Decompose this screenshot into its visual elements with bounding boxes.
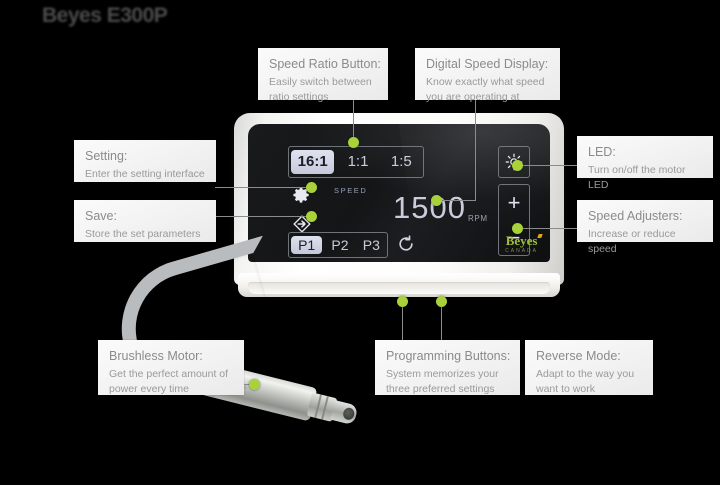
product-logo: Beyes E300P (42, 4, 168, 27)
callout-title: Digital Speed Display: (426, 57, 549, 71)
leader-line-digital-display-h (440, 200, 476, 201)
leader-line-programming (402, 302, 403, 340)
programming-button-group[interactable]: P1 P2 P3 (288, 232, 388, 258)
callout-title: Brushless Motor: (109, 349, 203, 363)
callout-body: Get the perfect amount of power every ti… (109, 368, 229, 396)
ratio-button-16-1[interactable]: 16:1 (291, 150, 335, 174)
callout-title: Reverse Mode: (536, 349, 621, 363)
callout-dot-brushless-motor (249, 379, 260, 390)
reverse-arrow-icon[interactable] (396, 234, 416, 254)
callout-dot-save (306, 211, 317, 222)
callout-body: Store the set parameters (85, 228, 201, 241)
callout-save: Save: Store the set parameters (74, 200, 216, 242)
callout-speed-ratio-button: Speed Ratio Button: Easily switch betwee… (258, 48, 388, 103)
control-panel-screen: 16:1 1:1 1:5 SPEED 150 (248, 124, 550, 262)
leader-line-speed-adjusters (519, 228, 577, 229)
callout-digital-speed-display: Digital Speed Display: Know exactly what… (415, 48, 560, 103)
callout-title: Speed Ratio Button: (269, 57, 381, 71)
ratio-button-1-1[interactable]: 1:1 (347, 153, 369, 170)
callout-title: Programming Buttons: (386, 349, 511, 363)
speed-value: 1500 (393, 190, 466, 225)
leader-line-save (215, 216, 310, 217)
ratio-button-1-5[interactable]: 1:5 (390, 153, 412, 170)
callout-title: Setting: (85, 149, 128, 163)
handpiece-tip (330, 400, 359, 426)
leader-line-speed-ratio (353, 100, 354, 144)
callout-dot-programming (397, 296, 408, 307)
callout-dot-speed-adjusters (512, 223, 523, 234)
leader-line-led (519, 165, 577, 166)
callout-setting: Setting: Enter the setting interface (74, 140, 216, 182)
callout-reverse-mode: Reverse Mode: Adapt to the way you want … (525, 340, 653, 395)
callout-dot-digital-display (431, 195, 442, 206)
callout-body: Enter the setting interface (85, 168, 205, 181)
leader-line-setting (215, 187, 310, 188)
callout-dot-reverse (436, 296, 447, 307)
device-base (238, 273, 560, 297)
speed-label: SPEED (334, 186, 368, 195)
program-button-p2[interactable]: P2 (331, 237, 349, 253)
callout-body: Adapt to the way you want to work (536, 368, 635, 396)
callout-body: Know exactly what speed you are operatin… (426, 76, 545, 104)
callout-dot-led (512, 160, 523, 171)
callout-led: LED: Turn on/off the motor LED (577, 136, 713, 191)
callout-title: Speed Adjusters: (588, 209, 683, 223)
dental-motor-control-unit: 16:1 1:1 1:5 SPEED 150 (234, 113, 564, 299)
callout-title: LED: (588, 145, 616, 159)
brand-subtitle: CANADA (505, 248, 538, 254)
leader-line-reverse (441, 302, 442, 340)
leader-line-digital-display (475, 100, 476, 200)
speed-unit: RPM (468, 214, 488, 223)
callout-body: Increase or reduce speed (588, 228, 676, 256)
callout-body: Turn on/off the motor LED (588, 164, 686, 192)
callout-dot-speed-ratio (348, 137, 359, 148)
callout-title: Save: (85, 209, 117, 223)
gear-icon[interactable] (292, 185, 312, 205)
callout-brushless-motor: Brushless Motor: Get the perfect amount … (98, 340, 244, 395)
speed-increase-button[interactable]: + (507, 189, 521, 215)
callout-speed-adjusters: Speed Adjusters: Increase or reduce spee… (577, 200, 713, 255)
brand-name: Beyes (505, 233, 538, 248)
program-button-p1[interactable]: P1 (291, 236, 323, 254)
speed-ratio-button-group[interactable]: 16:1 1:1 1:5 (288, 146, 424, 178)
save-diamond-icon[interactable] (292, 214, 312, 234)
callout-body: System memorizes your three preferred se… (386, 368, 499, 396)
callout-dot-setting (306, 182, 317, 193)
device-brand-mark: Beyes CANADA (505, 234, 538, 254)
program-button-p3[interactable]: P3 (362, 237, 380, 253)
callout-body: Easily switch between ratio settings (269, 76, 372, 104)
callout-programming-buttons: Programming Buttons: System memorizes yo… (375, 340, 520, 395)
